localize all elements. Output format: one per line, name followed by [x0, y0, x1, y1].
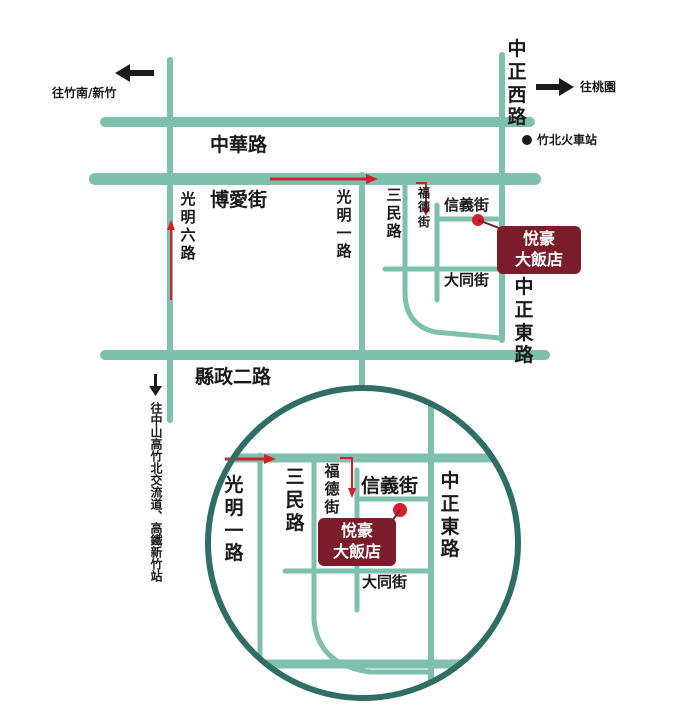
hotel-name-line1: 悅豪: [522, 229, 555, 248]
route-arrows: [167, 174, 430, 300]
inset-road-label-fude: 福德街: [324, 462, 340, 516]
inset-road-label-zhongzheng-east: 中正東路: [440, 470, 460, 561]
direction-hsinchu: 往竹南/新竹: [52, 86, 117, 100]
inset-road-label-guangming1: 光明一路: [224, 474, 244, 565]
station-dot-icon: [522, 135, 532, 145]
direction-highway: 往中山高竹北交流道、高鐵新竹站: [149, 402, 163, 582]
road-label-sanmin: 三民路: [386, 186, 402, 240]
road-label-zhongzheng-east: 中正東路: [514, 276, 534, 367]
road-label-fude: 福德街: [417, 186, 430, 229]
inset-hotel-badge: 悅豪 大飯店: [318, 518, 396, 566]
inset-road-label-datong: 大同街: [362, 573, 408, 591]
road-label-zhonghua: 中華路: [210, 134, 268, 156]
road-label-guangming1: 光明一路: [336, 188, 352, 260]
arrow-down-icon: [149, 374, 162, 396]
arrow-left-icon: [115, 64, 154, 82]
road-label-datong: 大同街: [444, 271, 490, 289]
inset-hotel-name-line2: 大飯店: [332, 541, 381, 561]
inset-road-label-sanmin: 三民路: [285, 466, 305, 534]
direction-taoyuan: 往桃園: [580, 80, 617, 94]
station-label: 竹北火車站: [537, 133, 598, 147]
road-label-xinyi: 信義街: [444, 196, 490, 214]
road-network: [89, 52, 550, 423]
road-label-guangming6: 光明六路: [180, 190, 196, 262]
hotel-badge: 悅豪 大飯店: [497, 226, 581, 274]
arrow-right-icon: [536, 78, 574, 96]
road-label-zhongzheng-west: 中正西路: [507, 38, 527, 129]
road-curve: [402, 259, 503, 341]
hotel-name-line2: 大飯店: [514, 249, 563, 269]
road-label-xianzheng2: 縣政二路: [195, 366, 272, 388]
road-label-boai: 博愛街: [210, 189, 268, 211]
inset-hotel-name-line1: 悅豪: [340, 521, 373, 540]
inset-road-label-xinyi: 信義街: [361, 475, 419, 497]
